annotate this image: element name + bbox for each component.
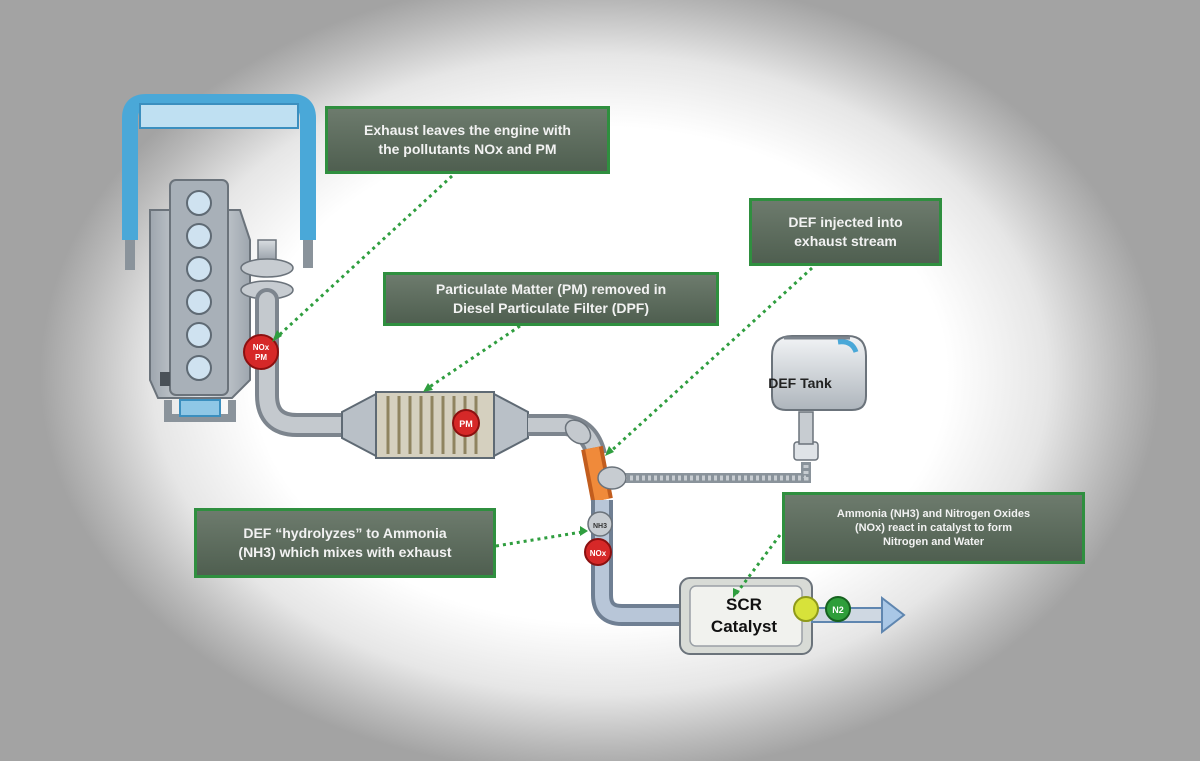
- scr-catalyst: SCR Catalyst: [679, 577, 813, 655]
- callout-exhaust-line1: Exhaust leaves the engine with: [364, 122, 571, 138]
- pointer-arrowheads: [272, 330, 740, 598]
- engine-coolant-loop: [122, 94, 316, 422]
- callout-react-line2: (NOx) react in catalyst to form: [854, 522, 1013, 534]
- pointer-react: [734, 534, 782, 595]
- callout-react-line3: Nitrogen and Water: [882, 536, 985, 548]
- def-supply-line: [597, 411, 819, 490]
- def-tank-label: DEF Tank: [768, 375, 832, 391]
- callout-def-injected-line2: exhaust stream: [794, 233, 897, 249]
- pointer-lines: [274, 174, 814, 595]
- callout-hydrolyzes-line2: (NH3) which mixes with exhaust: [238, 544, 452, 560]
- callout-exhaust-line2: the pollutants NOx and PM: [378, 141, 557, 157]
- nox-badge: NOx: [584, 538, 612, 566]
- pointer-hydrolyzes: [495, 530, 583, 548]
- exhaust-pipe-engine-dpf: [255, 288, 364, 437]
- engine-pollutant-badge: NOx PM: [243, 334, 279, 370]
- scr-label-line2: Catalyst: [711, 617, 777, 636]
- callout-hydrolyzes: DEF “hydrolyzes” to Ammonia (NH3) which …: [194, 508, 496, 578]
- engine-block: [149, 179, 251, 399]
- callout-react-line1: Ammonia (NH3) and Nitrogen Oxides: [836, 508, 1031, 520]
- dpf-badge-label: PM: [459, 419, 473, 429]
- callout-pm-removed: Particulate Matter (PM) removed in Diese…: [383, 272, 719, 326]
- pointer-pm: [427, 324, 521, 390]
- n2-badge: N2: [825, 596, 851, 622]
- callout-def-injected: DEF injected into exhaust stream: [749, 198, 942, 266]
- exhaust-pipe-mixer-scr: [591, 500, 688, 626]
- diesel-particulate-filter: [341, 391, 529, 459]
- pointer-exhaust: [274, 174, 454, 340]
- callout-hydrolyzes-line1: DEF “hydrolyzes” to Ammonia: [243, 525, 447, 541]
- n2-badge-label: N2: [832, 605, 844, 615]
- callout-exhaust: Exhaust leaves the engine with the pollu…: [325, 106, 610, 174]
- callout-def-injected-line1: DEF injected into: [788, 214, 903, 230]
- water-badge: [793, 596, 819, 622]
- outlet-arrow: [811, 595, 906, 635]
- nh3-badge-label: NH3: [593, 523, 607, 530]
- callout-react: Ammonia (NH3) and Nitrogen Oxides (NOx) …: [782, 492, 1085, 564]
- callout-pm-removed-line1: Particulate Matter (PM) removed in: [435, 281, 667, 297]
- dpf-pm-badge: PM: [452, 409, 480, 437]
- mixer: NH3: [587, 511, 613, 537]
- scr-label-line1: SCR: [726, 595, 762, 614]
- nox-badge-label: NOx: [590, 549, 607, 558]
- engine-badge-line1: NOx: [253, 343, 270, 352]
- def-tank: DEF Tank: [768, 335, 867, 411]
- callout-pm-removed-line2: Diesel Particulate Filter (DPF): [452, 300, 650, 316]
- engine-badge-line2: PM: [255, 353, 267, 362]
- exhaust-manifold: [240, 239, 294, 300]
